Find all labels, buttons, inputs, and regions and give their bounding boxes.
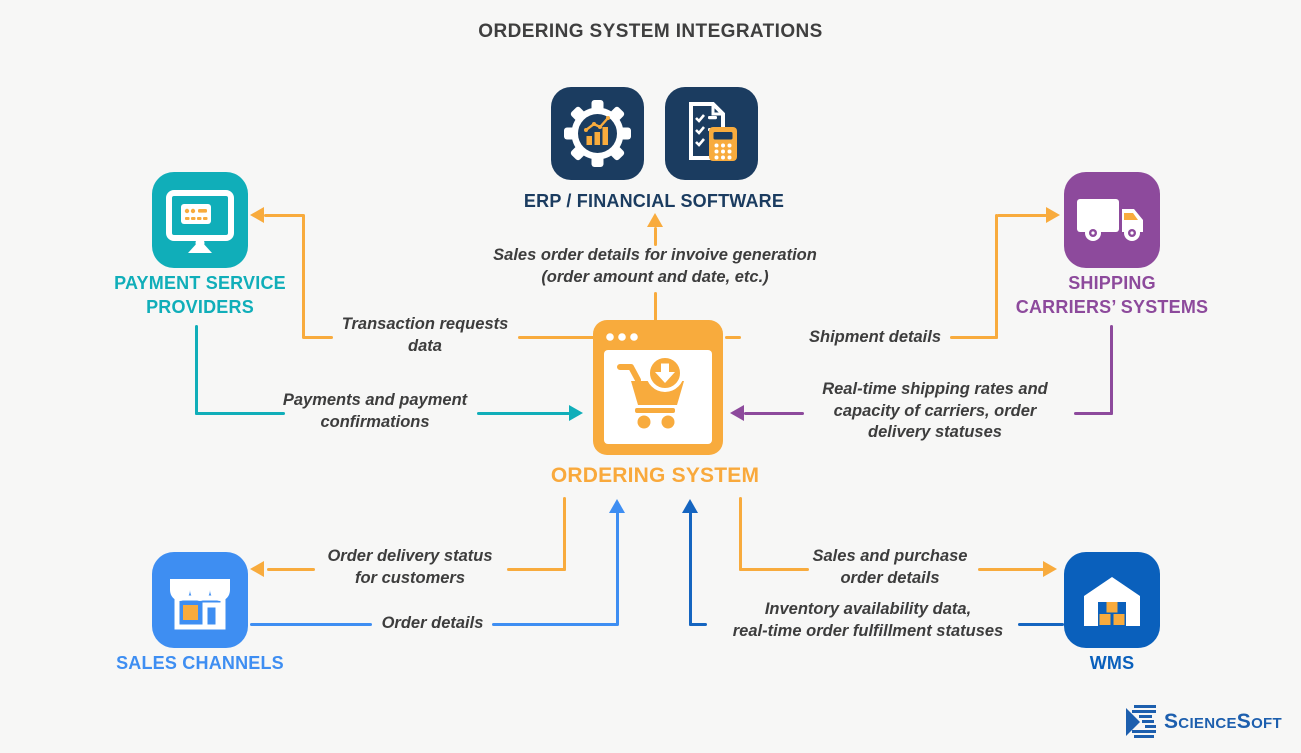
wms-label: WMS [1089,653,1135,673]
connector-to-shipping [995,214,998,339]
arrow-to-wms [1043,561,1057,577]
connector-to-payment [518,336,595,339]
arrow-from-payment [569,405,583,421]
arrow-from-shipping [730,405,744,421]
sciencesoft-logo: ScienceSoft [1124,703,1282,740]
connector-from-payment [195,325,198,415]
connector-to-erp [654,292,657,321]
connector-to-wms [978,568,1044,571]
storefront-icon [152,552,248,648]
connector-from-shipping [744,412,804,415]
flow-label-from-sales: Order details [381,614,484,632]
connector-to-payment [303,336,333,339]
connector-to-shipping [725,336,741,339]
connector-from-shipping [1110,325,1113,415]
flow-label-from-wms: Inventory availability data, real-time o… [732,600,1004,640]
monitor-card-icon [152,172,248,268]
flow-label-to-wms: Sales and purchase order details [812,547,968,587]
connector-from-sales [492,623,618,626]
connector-from-payment [477,412,570,415]
connector-from-sales [250,623,372,626]
connector-to-payment [264,214,304,217]
payment-label: PAYMENT SERVICE PROVIDERS [114,273,286,317]
flow-label-to-shipping: Shipment details [808,328,942,346]
flow-label-to-erp: Sales order details for invoive generati… [493,246,817,286]
arrow-to-shipping [1046,207,1060,223]
delivery-truck-icon [1064,172,1160,268]
arrow-to-payment [250,207,264,223]
flow-label-from-shipping: Real-time shipping rates and capacity of… [822,380,1048,441]
connector-from-wms [689,623,707,626]
connector-to-shipping [997,214,1047,217]
connector-to-sales [267,568,315,571]
arrow-from-wms [682,499,698,513]
sciencesoft-logo-icon [1124,703,1158,740]
connector-to-wms [739,568,809,571]
connector-to-sales [507,568,566,571]
flow-label-to-sales: Order delivery status for customers [327,547,493,587]
arrow-to-sales [250,561,264,577]
connector-to-sales [563,497,566,571]
flow-label-to-payment: Transaction requests data [341,315,509,355]
sales-label: SALES CHANNELS [116,653,284,673]
page-title: ORDERING SYSTEM INTEGRATIONS [478,21,823,42]
erp-label: ERP / FINANCIAL SOFTWARE [523,191,785,211]
sciencesoft-logo-text: ScienceSoft [1164,709,1282,733]
arrow-from-sales [609,499,625,513]
connector-from-payment [195,412,285,415]
invoice-calculator-icon [665,87,758,180]
flow-label-from-payment: Payments and payment confirmations [282,391,468,431]
connector-to-erp [654,227,657,246]
connector-from-wms [689,512,692,626]
connector-to-payment [302,214,305,339]
shipping-label: SHIPPING CARRIERS’ SYSTEMS [1015,273,1209,317]
connector-from-wms [1018,623,1064,626]
connector-to-wms [739,497,742,571]
browser-cart-icon [593,320,723,455]
gear-analytics-icon [551,87,644,180]
connector-from-shipping [1074,412,1113,415]
connector-to-shipping [950,336,998,339]
warehouse-icon [1064,552,1160,648]
connector-from-sales [616,512,619,626]
arrow-to-erp [647,213,663,227]
ordering-label: ORDERING SYSTEM [550,464,760,487]
